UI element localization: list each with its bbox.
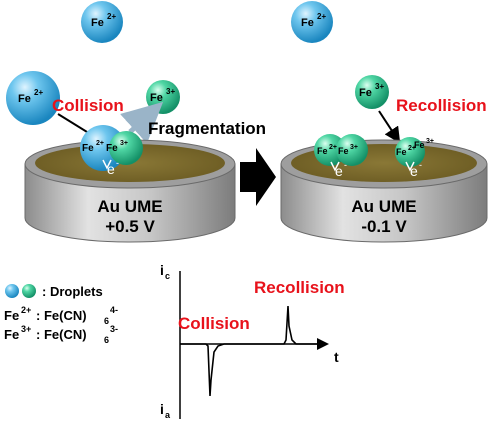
y-bottom-label: i — [160, 401, 164, 417]
recollision-label: Recollision — [396, 96, 487, 115]
fe2-ion-label: Fe — [317, 146, 328, 156]
legend-droplets: : Droplets — [42, 284, 103, 299]
fe3-ion-label: Fe — [150, 92, 163, 104]
x-axis-label: t — [334, 349, 339, 365]
y-top-label: i — [160, 262, 164, 278]
fe2-droplet-top-left: Fe 2+ — [81, 1, 123, 43]
legend-fe3-formula: : Fe(CN) — [36, 327, 87, 342]
legend: : Droplets Fe 2+ : Fe(CN) 6 4- Fe 3+ : F… — [4, 284, 118, 345]
process-arrow-icon — [240, 148, 276, 206]
fragment-trajectory-icon — [120, 101, 164, 144]
fe3-droplet-recolliding: Fe 3+ — [355, 75, 389, 109]
fe2-ion-label: Fe — [18, 93, 31, 105]
fe2-ion-label: Fe — [301, 17, 314, 29]
electron-label: e — [335, 163, 343, 179]
legend-fe2-sup: 4- — [110, 305, 118, 315]
electrode-right-potential: -0.1 V — [361, 217, 407, 236]
recollision-arrow-icon — [378, 110, 401, 144]
fe2-ion-label: Fe — [91, 17, 104, 29]
fe2-ion-label: Fe — [82, 143, 94, 154]
electron-transfer-icon — [330, 161, 340, 172]
attached-droplet-left: Fe 2+ Fe 3+ e - — [314, 134, 368, 179]
fe3-ion-label: Fe — [338, 146, 349, 156]
legend-fe2-sub: 6 — [104, 316, 109, 326]
electrode-right-name: Au UME — [351, 197, 416, 216]
electron-charge-label: - — [116, 158, 119, 168]
electron-label: e — [107, 161, 115, 177]
fe3-charge-label: 3+ — [166, 87, 175, 96]
y-bottom-sub: a — [165, 410, 171, 420]
plot-collision-label: Collision — [178, 314, 250, 333]
y-top-sub: c — [165, 271, 170, 281]
electron-transfer-icon — [102, 159, 112, 170]
fe2-droplet-top-right: Fe 2+ — [291, 1, 333, 43]
legend-fe3-charge: 3+ — [21, 324, 31, 334]
plot-recollision-label: Recollision — [254, 278, 345, 297]
fe2-charge-label: 2+ — [107, 12, 116, 21]
current-trace-plot: i c i a t Collision Recollision — [160, 262, 345, 420]
legend-fe3-ion: Fe — [4, 327, 19, 342]
fe3-charge-label: 3+ — [120, 140, 128, 147]
legend-fe2-ion: Fe — [4, 308, 19, 323]
electron-charge-label: - — [344, 160, 347, 170]
fe3-charge-label: 3+ — [350, 144, 358, 151]
electron-label: e — [410, 163, 418, 179]
blue-droplet-icon — [5, 284, 19, 298]
fe3-charge-label: 3+ — [375, 82, 384, 91]
fe2-ion-label: Fe — [396, 147, 407, 157]
fragmentation-label: Fragmentation — [148, 119, 266, 138]
fe2-charge-label: 2+ — [34, 88, 43, 97]
fe3-droplet-fragment: Fe 3+ — [146, 80, 180, 114]
fe2-charge-label: 2+ — [96, 140, 104, 147]
legend-fe3-sub: 6 — [104, 335, 109, 345]
green-droplet-icon — [22, 284, 36, 298]
electron-charge-label: - — [419, 160, 422, 170]
fe2-droplet-approaching: Fe 2+ — [6, 71, 60, 125]
attached-droplet-right: Fe 2+ Fe 3+ e - — [395, 137, 434, 179]
fe2-charge-label: 2+ — [408, 145, 416, 152]
fe3-ion-label: Fe — [414, 140, 425, 150]
fe3-ion-label: Fe — [359, 87, 372, 99]
legend-fe2-formula: : Fe(CN) — [36, 308, 87, 323]
current-trace-line — [180, 305, 318, 397]
fe3-charge-label: 3+ — [426, 138, 434, 145]
electrode-left-potential: +0.5 V — [105, 217, 155, 236]
colliding-droplet: Fe 2+ Fe 3+ e - — [80, 125, 143, 177]
legend-fe3-sup: 3- — [110, 324, 118, 334]
fe3-ion-label: Fe — [106, 143, 118, 154]
fe2-charge-label: 2+ — [329, 144, 337, 151]
legend-fe2-charge: 2+ — [21, 305, 31, 315]
electron-transfer-icon — [405, 161, 415, 172]
electrode-left-name: Au UME — [97, 197, 162, 216]
fe2-charge-label: 2+ — [317, 12, 326, 21]
electrode-right: Au UME -0.1 V — [280, 139, 488, 243]
collision-label: Collision — [52, 96, 124, 115]
